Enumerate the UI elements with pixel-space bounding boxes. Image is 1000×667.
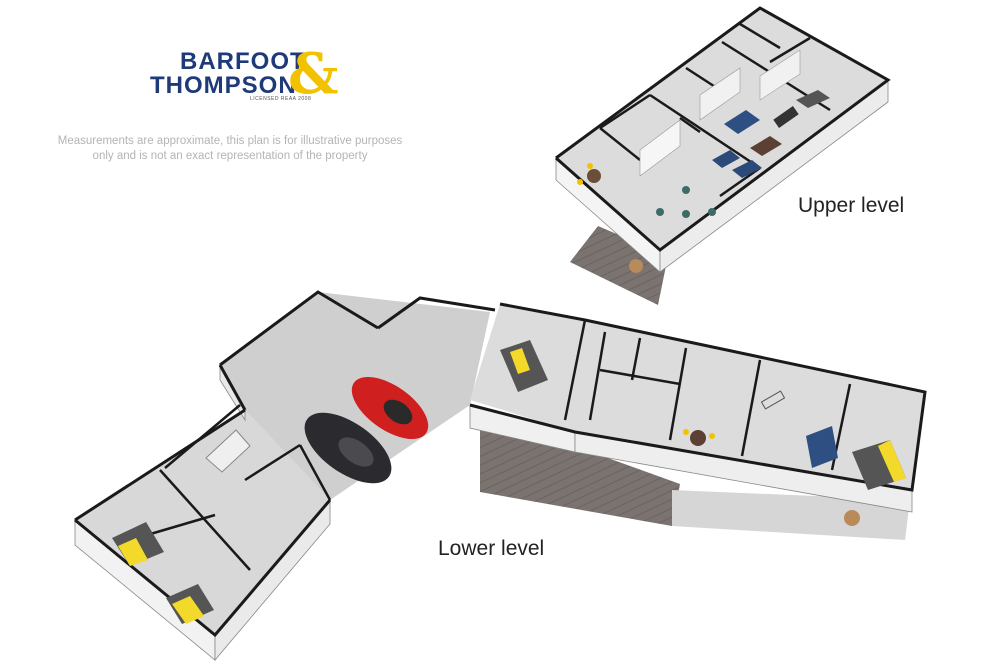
lower-patio bbox=[672, 490, 910, 540]
stairs-icon bbox=[205, 429, 251, 473]
dining-table-icon bbox=[690, 430, 706, 446]
lower-deck bbox=[480, 430, 680, 526]
upper-furniture bbox=[577, 90, 830, 273]
armchair-icon bbox=[732, 160, 762, 178]
armchair-icon bbox=[712, 150, 740, 168]
outdoor-table-icon bbox=[844, 510, 860, 526]
sofa-icon bbox=[806, 426, 838, 468]
upper-level-plan bbox=[555, 6, 891, 305]
garage-cars bbox=[304, 376, 429, 484]
disclaimer-text: Measurements are approximate, this plan … bbox=[57, 135, 403, 162]
logo-text-line1: BARFOOT bbox=[180, 48, 306, 75]
upper-floor bbox=[556, 8, 888, 250]
company-logo: BARFOOT THOMPSON & LICENSED REAA 2008 bbox=[150, 46, 340, 106]
logo-text-line2: THOMPSON bbox=[150, 72, 297, 99]
upper-level-label: Upper level bbox=[798, 194, 905, 217]
outdoor-table-icon bbox=[629, 259, 643, 273]
sofa-icon bbox=[724, 110, 760, 134]
upper-wall-outline bbox=[555, 6, 891, 252]
tv-icon bbox=[773, 106, 799, 128]
lower-furniture bbox=[112, 340, 906, 624]
coffee-table-icon bbox=[750, 136, 782, 156]
lower-wall-outline bbox=[74, 290, 927, 638]
side-table-icon bbox=[587, 169, 601, 183]
logo-ampersand: & bbox=[288, 41, 339, 107]
lower-level-label: Lower level bbox=[438, 537, 545, 560]
logo-license: LICENSED REAA 2008 bbox=[250, 96, 312, 102]
bed-icon bbox=[796, 90, 830, 108]
lower-level-plan bbox=[74, 290, 927, 662]
